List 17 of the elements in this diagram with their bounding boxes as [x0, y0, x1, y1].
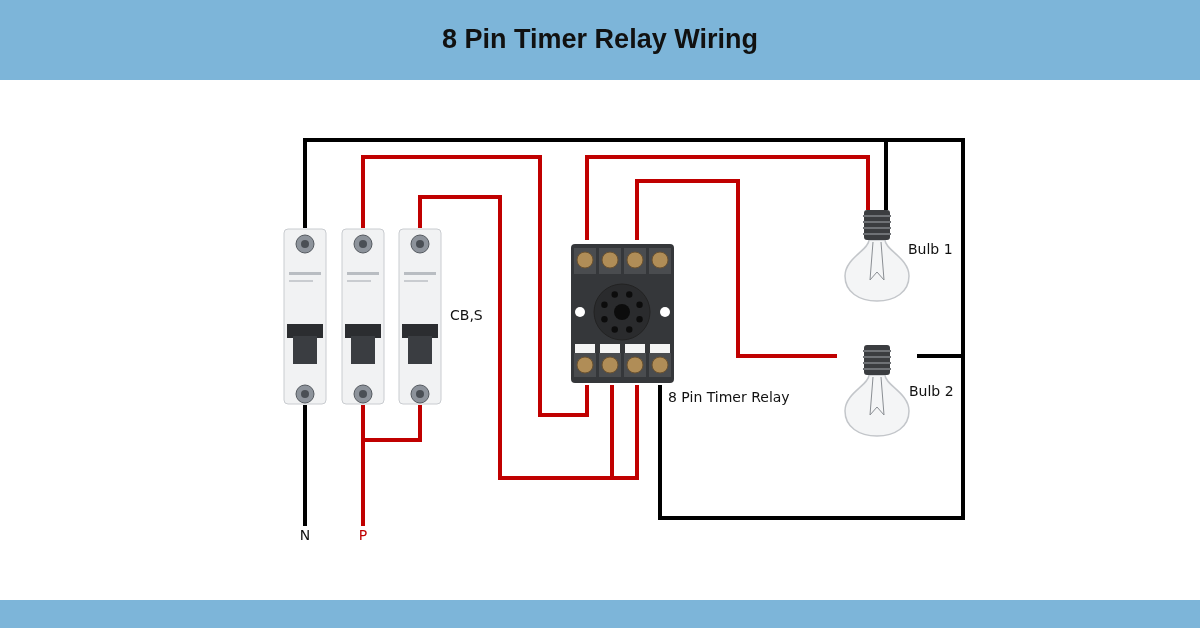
wire-end-label: P — [355, 526, 371, 544]
wire — [635, 179, 837, 358]
wire — [361, 155, 589, 417]
circuit-breaker-drawing — [341, 228, 385, 405]
wire — [585, 155, 870, 240]
circuit-breaker-drawing — [398, 228, 442, 405]
wire — [303, 405, 307, 526]
wire — [361, 405, 422, 526]
bulb-label: Bulb 1 — [908, 240, 953, 258]
wire — [303, 138, 965, 520]
title: 8 Pin Timer Relay Wiring — [441, 23, 759, 56]
bulb-label: Bulb 2 — [909, 382, 954, 400]
wire — [418, 195, 639, 480]
relay-label: 8 Pin Timer Relay — [668, 388, 790, 406]
wire-end-label: N — [297, 526, 313, 544]
circuit-breaker-drawing — [283, 228, 327, 405]
component-label: CB,S — [450, 306, 483, 324]
